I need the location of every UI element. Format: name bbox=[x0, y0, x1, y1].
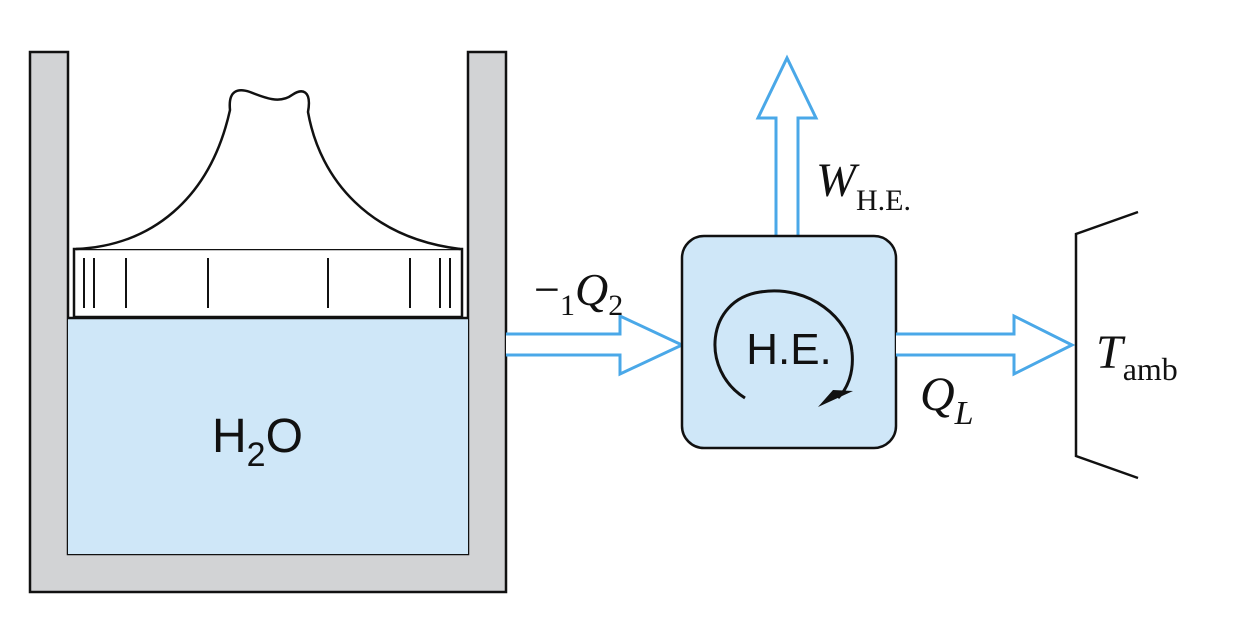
piston-marks bbox=[83, 258, 451, 308]
work-output-arrow bbox=[755, 54, 819, 236]
heat-in-label: −1Q2 bbox=[534, 264, 623, 322]
cycle-arrowhead-icon bbox=[818, 390, 853, 407]
engine-label: H.E. bbox=[746, 325, 832, 374]
piston bbox=[72, 247, 464, 319]
water bbox=[68, 318, 468, 554]
container bbox=[28, 50, 508, 594]
water-label: H2O bbox=[212, 410, 303, 474]
cycle-arrow-icon bbox=[713, 289, 854, 400]
heat-engine: H.E. bbox=[680, 234, 898, 450]
work-label: WH.E. bbox=[816, 154, 911, 217]
load-mound bbox=[75, 89, 461, 251]
piston-body bbox=[72, 247, 464, 319]
ambient-reservoir bbox=[1074, 210, 1139, 480]
heat-out-arrow bbox=[896, 313, 1076, 377]
container-walls bbox=[28, 50, 508, 594]
heat-in-arrow bbox=[506, 313, 686, 377]
heat-out-label: QL bbox=[920, 368, 974, 432]
ambient-label: Tamb bbox=[1096, 326, 1178, 387]
